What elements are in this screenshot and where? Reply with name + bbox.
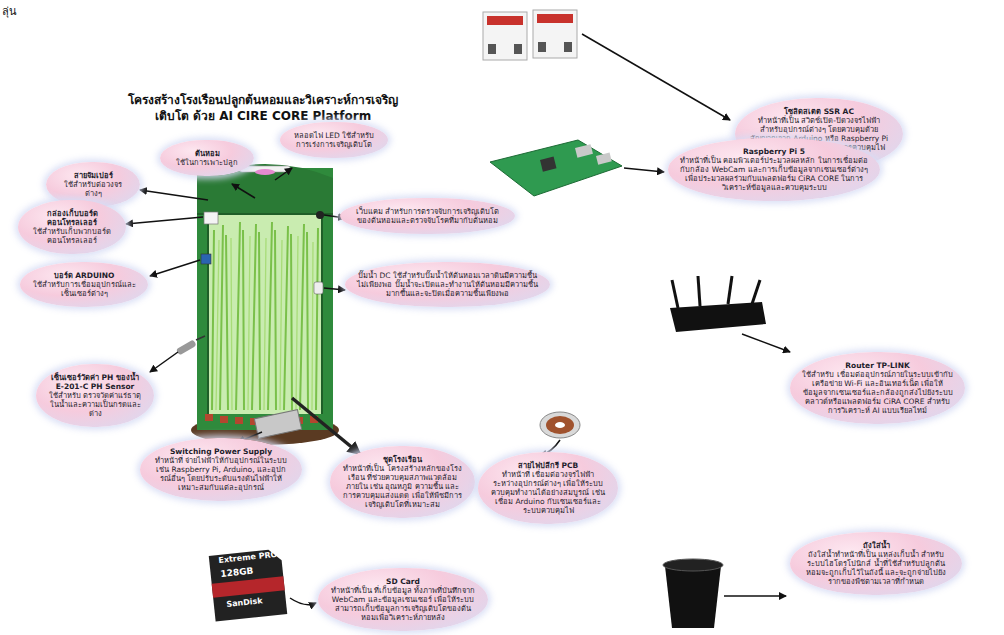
cloud-text: ใช้สำหรับเก็บพวกบอร์ดคอนโทรลเลอร์ (30, 227, 114, 245)
wire-spool-figure (540, 412, 580, 438)
cloud-text: ใช้ในการเพาะปลูก (172, 158, 242, 167)
callout-cloud: ปั๊มน้ำ DC ใช้สำหรับปั๊มน้ำให้ต้นหอมเวลา… (345, 262, 550, 307)
cloud-text: ทำหน้าที่เป็น โครงสร้างหลักของโรงเรือน ท… (342, 464, 463, 509)
callout-cloud: ชุดโรงเรือนทำหน้าที่เป็น โครงสร้างหลักขอ… (330, 446, 475, 518)
cloud-heading: โซลิดสเตต SSR AC (747, 107, 891, 116)
callout-cloud: SD Cardทำหน้าที่เป็น ที่เก็บข้อมูล ทั้งภ… (318, 568, 488, 631)
callout-cloud: เซ็นเซอร์วัดค่า PH ของน้ำ E-201-C PH Sen… (36, 364, 154, 427)
callout-cloud: ต้นหอมใช้ในการเพาะปลูก (160, 140, 254, 176)
greenhouse-figure (191, 164, 339, 445)
power-supply-figure (254, 410, 301, 439)
cloud-text: ใช้สำหรับ ตรวจวัดค่าแร่ธาตุในน้ำและความเ… (48, 391, 142, 418)
bucket-figure (663, 559, 723, 628)
callout-cloud: ถังใส่น้ำถังใส่น้ำทำหน้าที่เป็น แหล่งเก็… (790, 532, 962, 595)
cloud-heading: ถังใส่น้ำ (802, 541, 950, 550)
cloud-text: ปั๊มน้ำ DC ใช้สำหรับปั๊มน้ำให้ต้นหอมเวลา… (357, 271, 538, 298)
cloud-heading: บอร์ด ARDUINO (32, 271, 136, 280)
cloud-heading: SD Card (330, 577, 476, 586)
cloud-text: ทำหน้าที่ จ่ายไฟฟ้าให้กับอุปกรณ์ในระบบ เ… (152, 456, 290, 492)
sd-card-figure (209, 548, 288, 621)
cloud-text: ใช้สำหรับต่อวงจรต่างๆ (58, 180, 128, 198)
cloud-heading: Router TP-LINK (802, 361, 953, 370)
raspberry-pi-figure (490, 140, 622, 196)
cloud-text: ทำหน้าที่เป็น คอมพิวเตอร์ประมวลผลหลัก ใน… (680, 156, 868, 192)
callout-cloud: เว็บแคม สำหรับการตรวจจับการเจริญเติบโตขอ… (340, 198, 515, 234)
callout-cloud: Switching Power Supplyทำหน้าที่ จ่ายไฟฟ้… (140, 438, 302, 501)
callout-cloud: Raspberry Pi 5ทำหน้าที่เป็น คอมพิวเตอร์ป… (668, 138, 880, 201)
cloud-text: ใช้สำหรับ เชื่อมต่ออุปกรณ์ภายในระบบเข้าก… (802, 370, 953, 415)
callout-cloud: หลอดไฟ LED ใช้สำหรับการเร่งการเจริญเติบโ… (280, 122, 388, 158)
cloud-heading: กล่องเก็บบอร์ดคอนโทรลเลอร์ (30, 209, 114, 227)
cloud-text: เว็บแคม สำหรับการตรวจจับการเจริญเติบโตขอ… (352, 207, 503, 225)
cloud-heading: สายไฟปลีกรี PCB (490, 461, 606, 470)
diagram-title: โครงสร้างโรงเรือนปลูกต้นหอมและวิเคราะห์ก… (118, 92, 408, 124)
cloud-text: ถังใส่น้ำทำหน้าที่เป็น แหล่งเก็บน้ำ สำหร… (802, 550, 950, 586)
cloud-heading: สายจัมเปอร์ (58, 171, 128, 180)
cloud-heading: Switching Power Supply (152, 447, 290, 456)
cloud-text: หลอดไฟ LED ใช้สำหรับการเร่งการเจริญเติบโ… (292, 131, 376, 149)
ph-sensor-figure (176, 336, 205, 355)
callout-cloud: สายไฟปลีกรี PCBทำหน้าที่ เชื่อมต่อวงจรไฟ… (478, 452, 618, 524)
cloud-heading: ชุดโรงเรือน (342, 455, 463, 464)
cloud-heading: Raspberry Pi 5 (680, 147, 868, 156)
cloud-text: ทำหน้าที่ เชื่อมต่อวงจรไฟฟ้า ระหว่างอุปก… (490, 470, 606, 515)
callout-cloud: กล่องเก็บบอร์ดคอนโทรลเลอร์ใช้สำหรับเก็บพ… (18, 200, 126, 254)
cut-off-text: ลุ่น (2, 2, 17, 20)
cloud-text: ทำหน้าที่เป็น ที่เก็บข้อมูล ทั้งภาพที่บั… (330, 586, 476, 622)
router-figure (670, 276, 766, 332)
cloud-text: ใช้สำหรับการเชื่อมอุปกรณ์และเซ็นเซอร์ต่า… (32, 280, 136, 298)
cloud-heading: ต้นหอม (172, 149, 242, 158)
callout-cloud: บอร์ด ARDUINOใช้สำหรับการเชื่อมอุปกรณ์แล… (20, 262, 148, 307)
cloud-heading: เซ็นเซอร์วัดค่า PH ของน้ำ E-201-C PH Sen… (48, 373, 142, 391)
callout-cloud: Router TP-LINKใช้สำหรับ เชื่อมต่ออุปกรณ์… (790, 352, 965, 424)
ssr-figure (483, 10, 577, 60)
